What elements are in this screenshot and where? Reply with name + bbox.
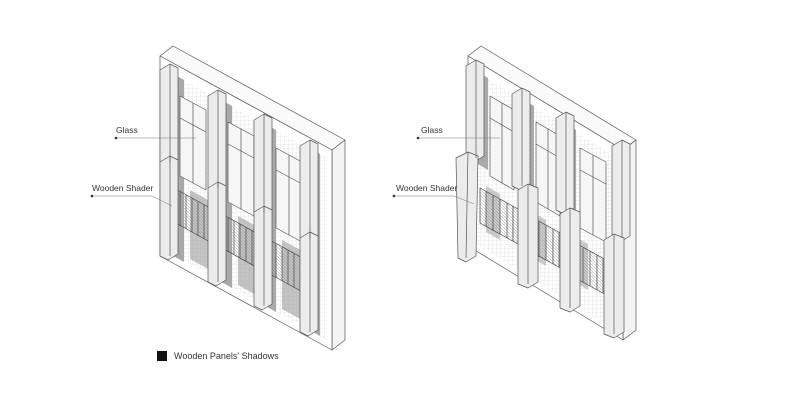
legend: Wooden Panels' Shadows [157,350,279,362]
legend-swatch [157,351,167,361]
glass-label: Glass [421,125,443,135]
right-facade-drawing [455,45,637,341]
shader-label: Wooden Shader [92,183,153,193]
legend-label: Wooden Panels' Shadows [174,351,279,361]
window-frames [179,95,303,243]
wooden-shader-panels [159,63,319,337]
wall-side [331,139,346,351]
balcony-railings [173,187,307,295]
wooden-shader-panels [455,59,631,339]
glass-label: Glass [116,125,138,135]
left-facade-drawing [159,45,346,351]
shader-label: Wooden Shader [396,183,457,193]
right-callouts: Glass Wooden Shader [392,125,500,205]
left-callouts: Glass Wooden Shader [90,125,196,207]
